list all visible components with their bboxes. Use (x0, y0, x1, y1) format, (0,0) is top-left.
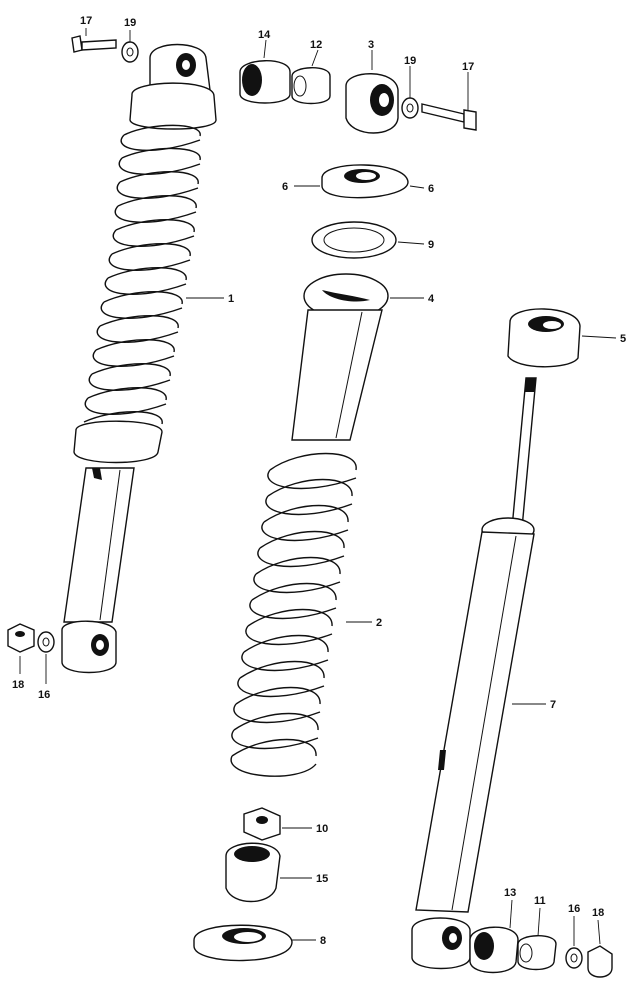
callout-14: 14 (258, 29, 271, 41)
callout-labels: 17 19 14 12 3 19 17 6 6 9 1 4 5 2 7 18 1… (12, 15, 626, 947)
bushing-13 (469, 926, 519, 974)
callout-16: 16 (568, 903, 580, 915)
upper-joint-3 (345, 73, 399, 134)
callout-9: 9 (428, 239, 434, 251)
joint-bolt-17 (421, 103, 477, 131)
lower-washer-16-right (565, 947, 583, 969)
coil-spring-2 (230, 452, 357, 777)
callout-1: 1 (228, 293, 234, 305)
damper-rod (511, 377, 537, 529)
callout-15: 15 (316, 873, 328, 885)
lower-nut-18-left (7, 623, 35, 653)
rubber-bump-stop-15 (225, 842, 281, 903)
leader-lines (19, 28, 617, 946)
washer-ring-9 (311, 221, 397, 259)
callout-17: 17 (462, 61, 474, 73)
upper-mount-washer (121, 41, 139, 63)
upper-mount-bolt (71, 35, 117, 53)
callout-8: 8 (320, 935, 326, 947)
dust-cover-4 (291, 273, 389, 441)
collar-12 (291, 67, 331, 105)
lower-washer-16-left (37, 631, 55, 653)
damper-lower-eye (411, 917, 471, 970)
callout-3: 3 (368, 39, 374, 51)
callout-11: 11 (534, 895, 546, 907)
callout-5: 5 (620, 333, 626, 345)
collar-11 (517, 935, 557, 971)
callout-19: 19 (124, 17, 136, 29)
callout-6: 6 (282, 181, 288, 193)
bushing-14 (239, 60, 291, 104)
callout-17: 17 (80, 15, 92, 27)
spring-seat-6 (321, 164, 409, 199)
callout-10: 10 (316, 823, 328, 835)
callout-19: 19 (404, 55, 416, 67)
joint-washer-19 (401, 97, 419, 119)
shock-spring-coils (83, 124, 201, 425)
callout-6: 6 (428, 183, 434, 195)
callout-7: 7 (550, 699, 556, 711)
callout-13: 13 (504, 887, 516, 899)
callout-18: 18 (12, 679, 24, 691)
rear-shock-absorber-assembly (61, 43, 217, 674)
callout-4: 4 (428, 293, 435, 305)
spring-seat-8 (193, 924, 293, 962)
spring-retainer-5 (507, 308, 581, 368)
callout-18: 18 (592, 907, 604, 919)
callout-2: 2 (376, 617, 382, 629)
damper-body-7 (415, 517, 535, 913)
lock-nut-10 (243, 807, 281, 841)
callout-16: 16 (38, 689, 50, 701)
cap-nut-18-right (587, 945, 613, 978)
callout-12: 12 (310, 39, 322, 51)
